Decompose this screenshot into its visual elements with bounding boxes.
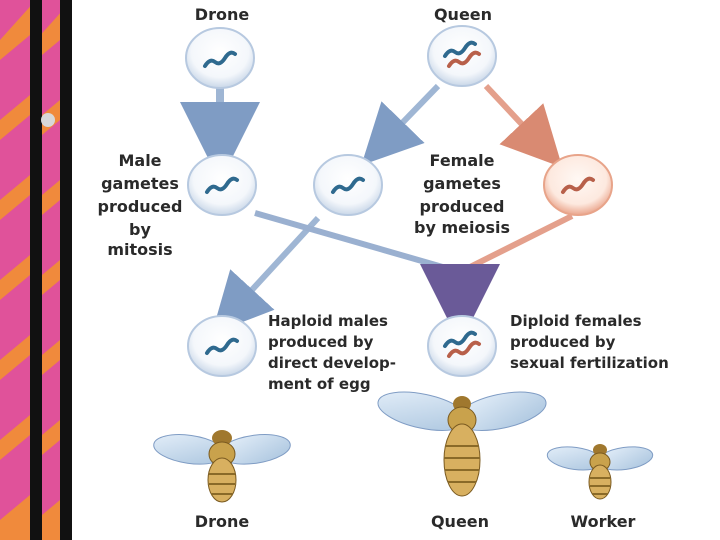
cell-female-gamete-pink	[543, 154, 613, 216]
cell-queen	[427, 25, 497, 87]
label-queen-top: Queen	[434, 5, 492, 24]
arrow-queen-to-female-gamete-pink	[483, 83, 563, 168]
arrow-egg-to-haploid-male	[211, 215, 321, 334]
drone-bee-illustration	[153, 430, 291, 503]
label-drone-bottom: Drone	[195, 512, 250, 531]
label-haploid-line: produced by	[268, 333, 374, 351]
label-female-gametes-line: produced	[420, 197, 505, 216]
label-male-gametes-line: produced	[98, 197, 183, 216]
label-haploid-males: Haploid males produced by direct develop…	[268, 312, 396, 393]
label-haploid-line: Haploid males	[268, 312, 388, 330]
arrow-queen-to-female-gamete-blue	[361, 83, 441, 166]
label-haploid-line: direct develop-	[268, 354, 396, 372]
label-diploid-females: Diploid females produced by sexual ferti…	[510, 312, 669, 372]
cell-female-gamete-blue	[313, 154, 383, 216]
label-female-gametes-line: Female	[430, 151, 495, 170]
label-queen-bottom: Queen	[431, 512, 489, 531]
label-male-gametes-line: by	[129, 220, 151, 239]
label-male-gametes-line: gametes	[101, 174, 179, 193]
cell-drone	[185, 27, 255, 89]
label-diploid-line: Diploid females	[510, 312, 642, 330]
label-male-gametes: Male gametes produced by mitosis	[98, 151, 183, 259]
cell-haploid-male	[187, 315, 257, 377]
label-haploid-line: ment of egg	[268, 375, 371, 393]
label-female-gametes: Female gametes produced by meiosis	[414, 151, 510, 237]
line-egg-to-fertilization	[458, 213, 574, 275]
queen-bee-illustration	[377, 391, 547, 497]
worker-bee-illustration	[546, 444, 654, 500]
label-drone-top: Drone	[195, 5, 250, 24]
label-female-gametes-line: gametes	[423, 174, 501, 193]
label-male-gametes-line: mitosis	[107, 240, 172, 259]
label-female-gametes-line: by meiosis	[414, 218, 510, 237]
label-diploid-line: sexual fertilization	[510, 354, 669, 372]
line-sperm-to-fertilization	[254, 210, 461, 275]
label-diploid-line: produced by	[510, 333, 616, 351]
cell-diploid-female	[427, 315, 497, 377]
cell-male-gamete	[187, 154, 257, 216]
label-worker-bottom: Worker	[571, 512, 636, 531]
border-bead	[41, 113, 55, 127]
label-male-gametes-line: Male	[118, 151, 161, 170]
left-decorative-border	[0, 0, 72, 540]
